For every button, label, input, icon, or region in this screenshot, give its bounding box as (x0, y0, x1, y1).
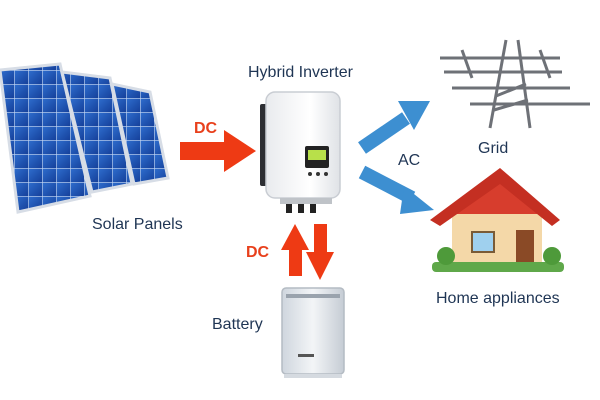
dc-arrow-inverter-to-battery (306, 224, 334, 280)
hybrid-inverter-icon (260, 91, 341, 213)
grid-tower-icon (440, 39, 590, 129)
hybrid-inverter-label: Hybrid Inverter (248, 64, 353, 81)
solar-panels-label: Solar Panels (92, 216, 183, 233)
home-appliances-label: Home appliances (436, 290, 560, 307)
grid-label: Grid (478, 140, 509, 157)
dc-arrow-battery-to-inverter (281, 224, 309, 276)
battery-label: Battery (212, 316, 263, 333)
dc-flow-label-panels: DC (194, 120, 218, 137)
ac-arrow-to-grid (358, 101, 430, 154)
dc-arrow-panels-to-inverter (180, 130, 256, 172)
ac-flow-label: AC (398, 152, 421, 169)
solar-panels-icon (0, 62, 170, 214)
house-icon (430, 168, 564, 272)
ac-arrow-to-home (358, 165, 434, 214)
dc-flow-label-battery: DC (246, 244, 270, 261)
battery-icon (281, 287, 345, 378)
